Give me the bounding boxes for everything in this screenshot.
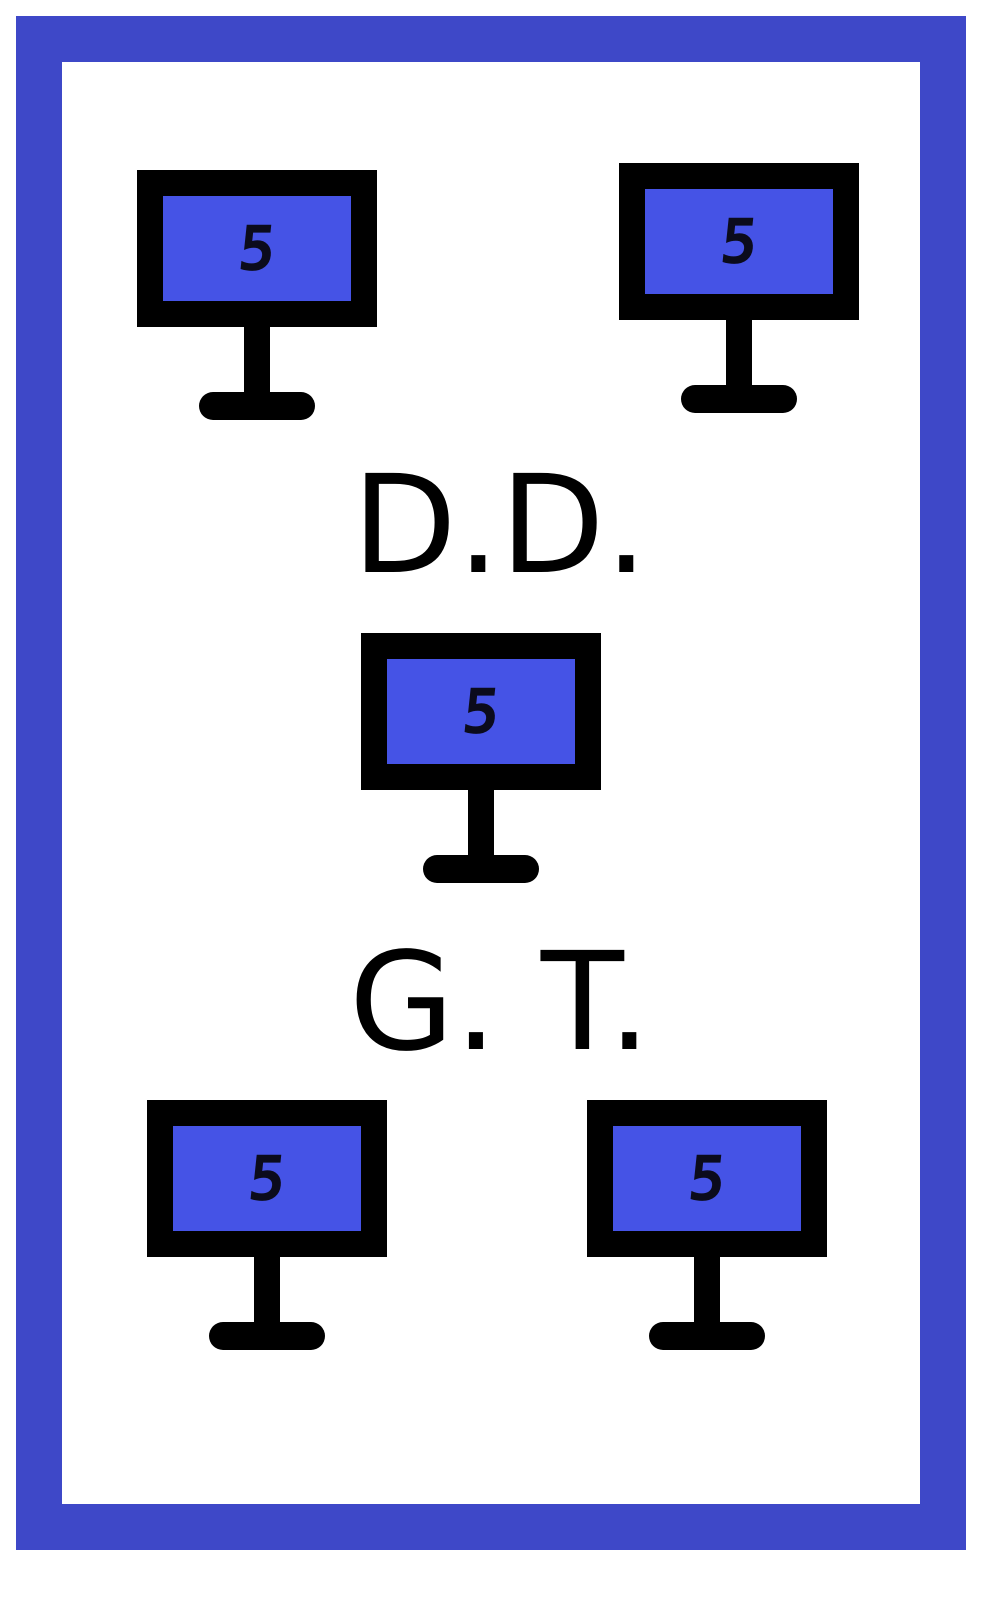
monitor-stand-neck	[726, 320, 752, 390]
monitor-screen: 5	[619, 163, 859, 320]
monitor-stand-neck	[468, 790, 494, 860]
monitor-stand-base	[209, 1322, 325, 1350]
monitor-stand-base	[423, 855, 539, 883]
monitor-screen: 5	[147, 1100, 387, 1257]
screen-number: 5	[716, 204, 762, 278]
monitor-icon: 5	[361, 633, 601, 883]
screen-number: 5	[458, 674, 504, 748]
monitor-screen: 5	[361, 633, 601, 790]
initials-bottom: G. T.	[348, 924, 651, 1082]
screen-number: 5	[234, 211, 280, 285]
monitor-icon: 5	[619, 163, 859, 413]
monitor-icon: 5	[147, 1100, 387, 1350]
monitor-stand-neck	[254, 1257, 280, 1327]
monitor-stand-neck	[694, 1257, 720, 1327]
monitor-icon: 5	[587, 1100, 827, 1350]
monitor-screen: 5	[587, 1100, 827, 1257]
monitor-icon: 5	[137, 170, 377, 420]
monitor-stand-base	[681, 385, 797, 413]
monitor-stand-neck	[244, 327, 270, 397]
monitor-stand-base	[649, 1322, 765, 1350]
screen-number: 5	[684, 1141, 730, 1215]
monitor-screen: 5	[137, 170, 377, 327]
screen-number: 5	[244, 1141, 290, 1215]
initials-top: D.D.	[352, 447, 648, 605]
monitor-stand-base	[199, 392, 315, 420]
